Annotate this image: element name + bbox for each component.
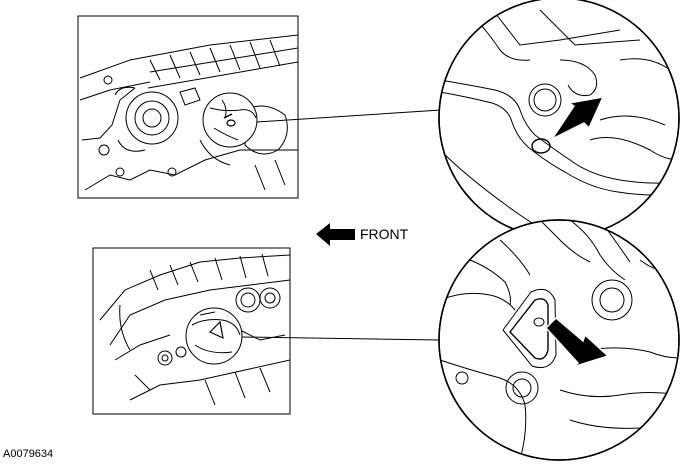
top-leader-line [256,109,442,123]
front-direction-label: FRONT [360,226,409,242]
bottom-engine-view [92,247,291,415]
top-pointer-arrow [549,96,605,141]
bottom-leader-line [241,336,440,341]
bottom-detail-circle [438,219,680,461]
top-detail-circle [438,0,680,239]
figure-id-label: A0079634 [3,448,54,460]
bottom-pointer-arrow [544,316,610,368]
bottom-zoom-marker [185,307,243,365]
top-engine-view [77,15,299,199]
front-direction-arrow [316,223,355,246]
